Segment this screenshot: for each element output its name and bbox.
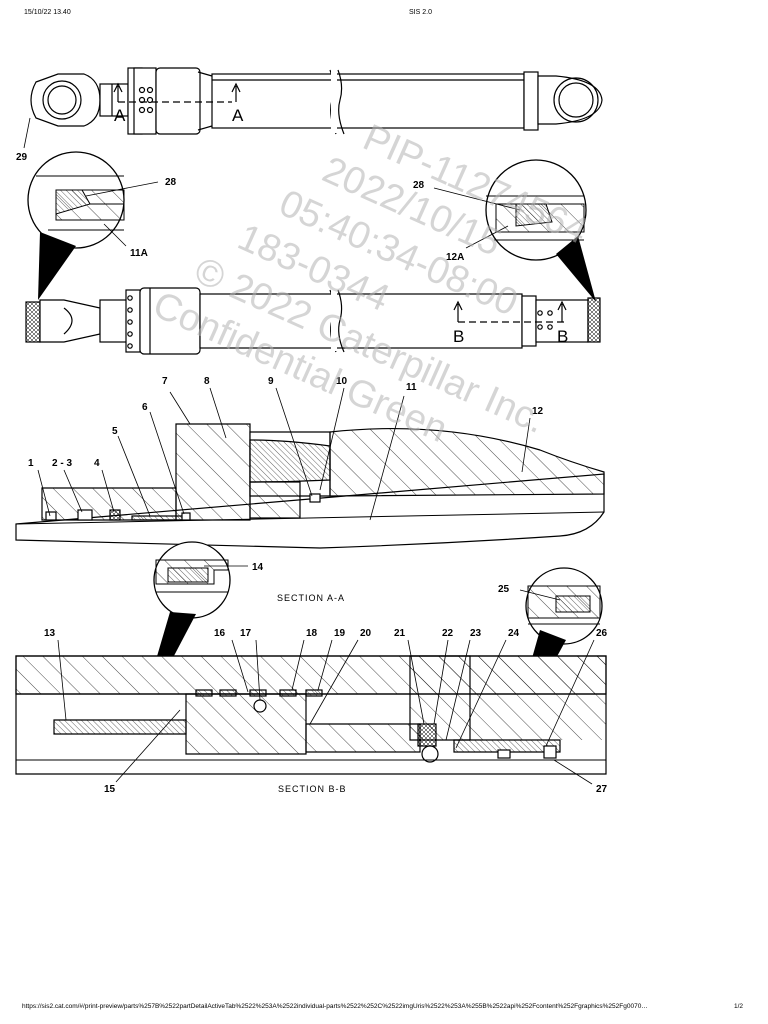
callout-24: 24: [508, 628, 520, 639]
detail-circle-right: [485, 159, 596, 302]
callout-7: 7: [162, 376, 168, 387]
callout-9: 9: [268, 376, 274, 387]
callout-11: 11: [406, 382, 417, 393]
callout-15: 15: [104, 784, 116, 795]
page-number: 1/2: [734, 1003, 744, 1010]
callout-20: 20: [360, 628, 372, 639]
view-label-a-right: A: [232, 106, 244, 125]
callout-11a: 11A: [130, 248, 148, 259]
callout-16: 16: [214, 628, 226, 639]
callout-8: 8: [204, 376, 210, 387]
callout-29: 29: [16, 152, 28, 163]
callout-12a: 12A: [446, 252, 464, 263]
callout-27: 27: [596, 784, 608, 795]
callout-23: 23: [470, 628, 482, 639]
callout-17: 17: [240, 628, 252, 639]
section-b-b-drawing: [15, 655, 607, 775]
callout-6: 6: [142, 402, 148, 413]
section-a-a-drawing: [15, 423, 605, 549]
section-b-b-leaders: [57, 639, 595, 785]
callout-10: 10: [336, 376, 348, 387]
callout-12: 12: [532, 406, 544, 417]
section-a-a-label: SECTION A-A: [277, 593, 345, 603]
callout-25: 25: [498, 584, 510, 595]
callout-13: 13: [44, 628, 56, 639]
print-datetime: 15/10/22 13.40: [24, 9, 71, 16]
page-url: https://sis2.cat.com/#/print-preview/par…: [22, 1003, 648, 1010]
confidential-watermark: PIP-11274564 2022/10/15 05:40:34-08:00 1…: [147, 117, 594, 451]
section-a-a-leaders: [37, 387, 531, 521]
callout-4: 4: [94, 458, 100, 469]
callout-2-3: 2 - 3: [52, 458, 72, 469]
callout-5: 5: [112, 426, 118, 437]
view-label-b-right: B: [557, 327, 568, 346]
page-header-title: SIS 2.0: [409, 9, 432, 16]
callout-1: 1: [28, 458, 34, 469]
detail-circle-left: [27, 151, 125, 300]
callout-28-left: 28: [165, 177, 177, 188]
cylinder-assembly-side-view: [25, 287, 601, 355]
callout-21: 21: [394, 628, 406, 639]
section-b-b-label: SECTION B-B: [278, 784, 347, 794]
callout-28-right: 28: [413, 180, 425, 191]
callout-19: 19: [334, 628, 346, 639]
callout-18: 18: [306, 628, 318, 639]
callout-26: 26: [596, 628, 608, 639]
cylinder-assembly-top-view: [30, 67, 603, 135]
view-label-b-left: B: [453, 327, 464, 346]
view-label-a-left: A: [114, 106, 126, 125]
callout-14: 14: [252, 562, 264, 573]
callout-22: 22: [442, 628, 454, 639]
